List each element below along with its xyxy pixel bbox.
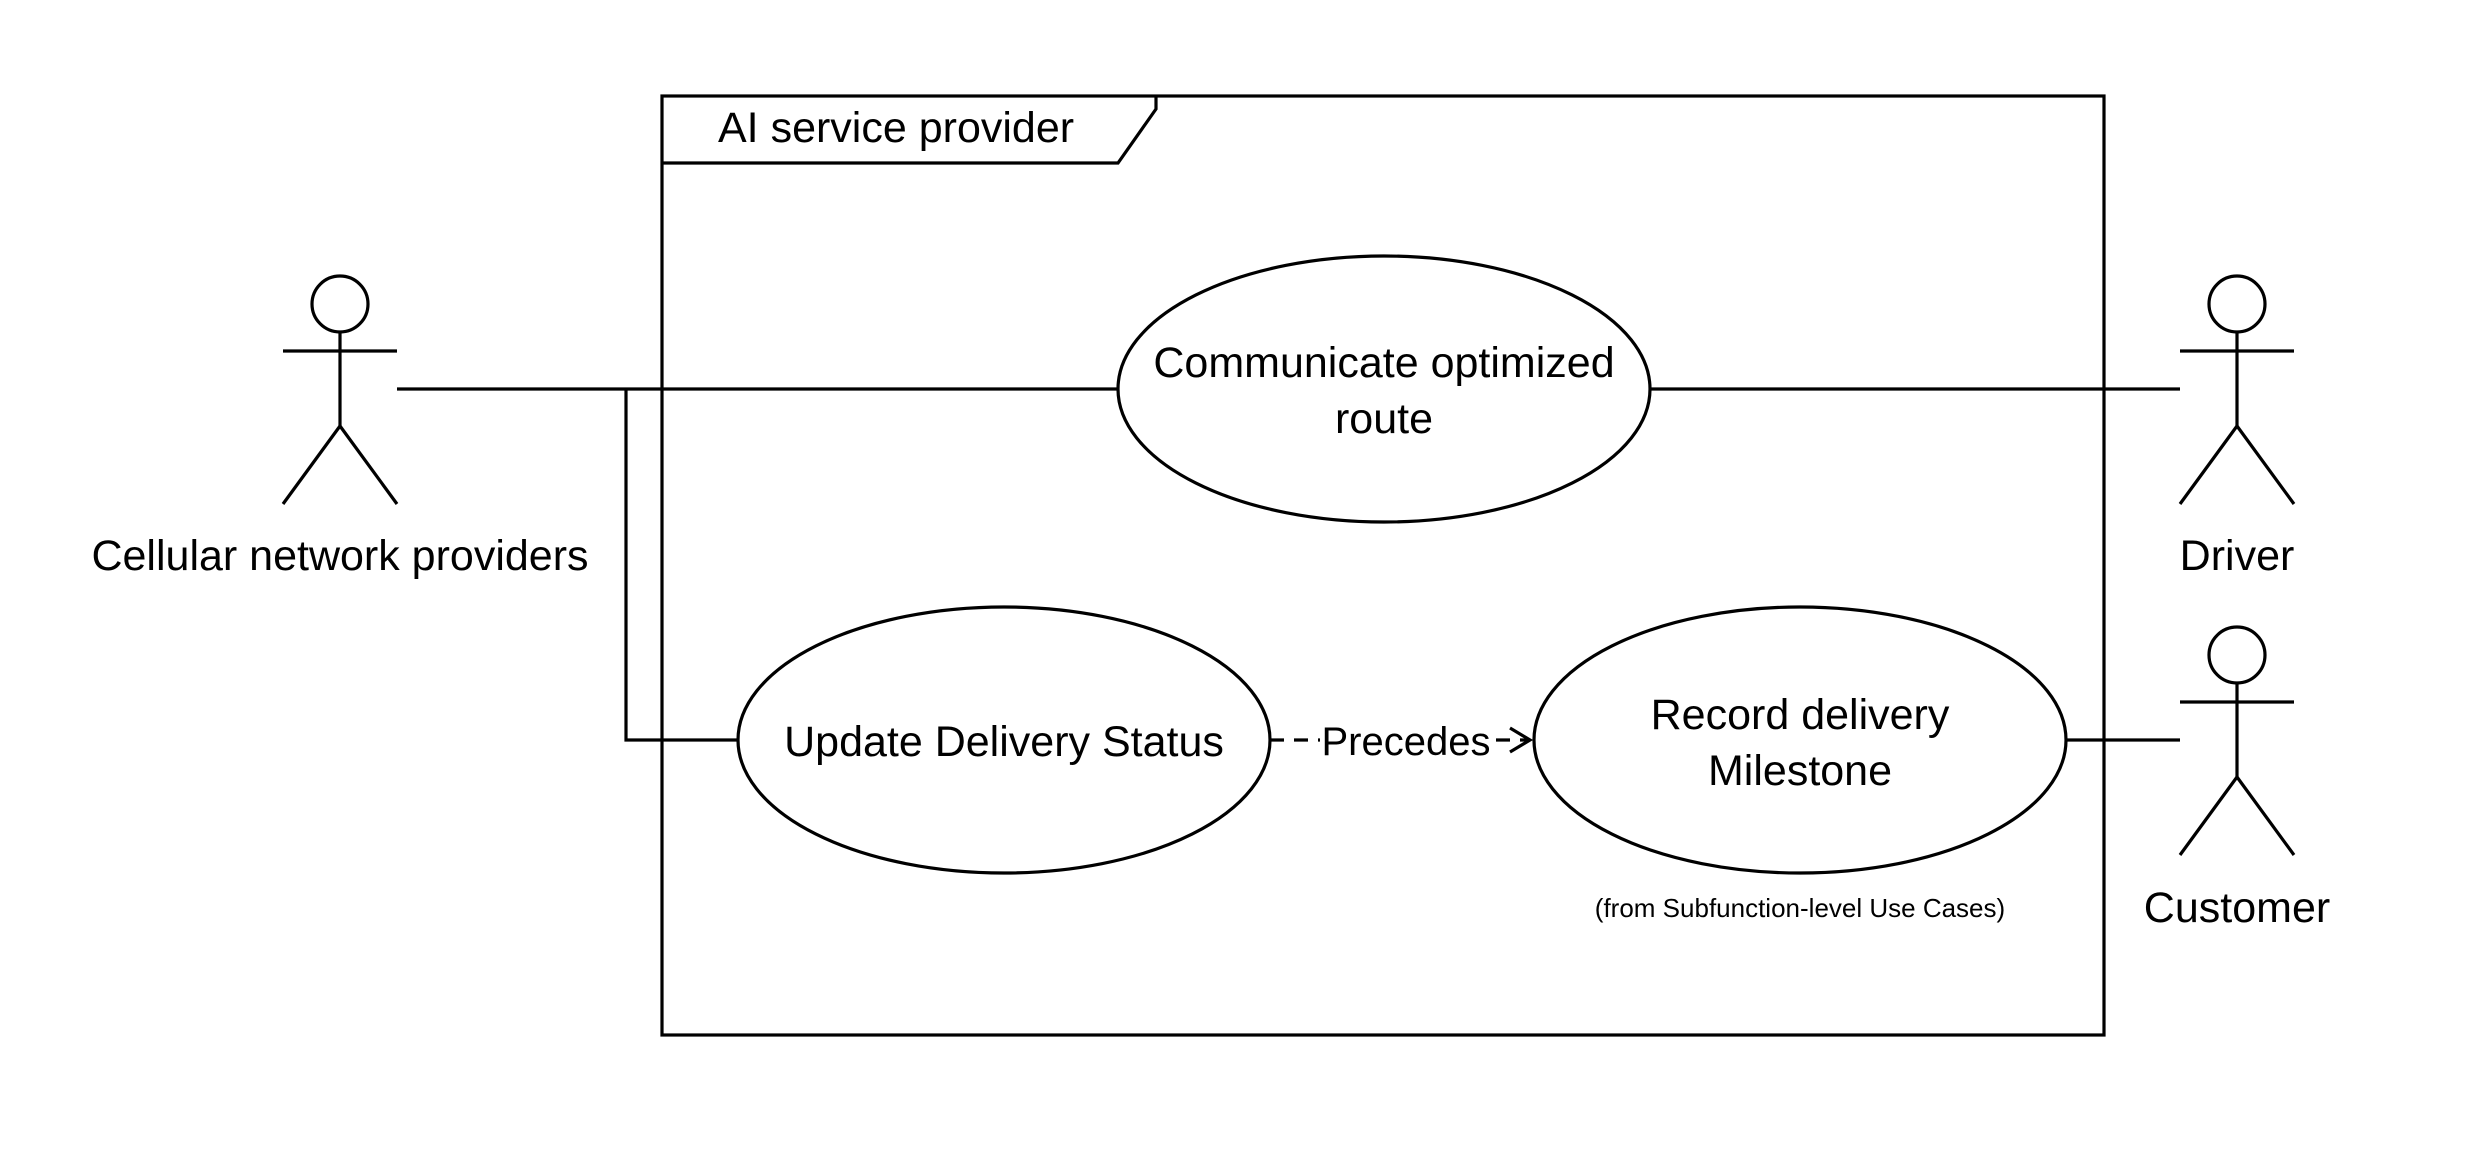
use-case-update-delivery-status: Update Delivery Status: [736, 605, 1272, 875]
use-case-record-delivery-milestone: Record delivery Milestone (from Subfunct…: [1532, 605, 2068, 923]
actor-customer: Customer: [2144, 625, 2330, 932]
associations: [397, 387, 2180, 742]
association-cellular-update: [624, 389, 738, 742]
use-case-label-line2: route: [1335, 395, 1433, 443]
stick-figure-icon: [2178, 274, 2296, 505]
use-case-communicate-optimized-route: Communicate optimized route: [1116, 254, 1652, 524]
actor-name: Customer: [2144, 884, 2330, 932]
system-boundary: AI service provider: [660, 94, 2106, 1037]
use-case-label-line2: Milestone: [1708, 747, 1892, 795]
use-case-label: Update Delivery Status: [784, 718, 1224, 766]
precedes-label: Precedes: [1322, 720, 1491, 764]
system-boundary-label: AI service provider: [718, 104, 1074, 152]
actor-cellular-network-providers: Cellular network providers: [91, 274, 589, 580]
stick-figure-icon: [2178, 625, 2296, 856]
stick-figure-icon: [281, 274, 399, 505]
precedes-dependency: Precedes: [1270, 720, 1534, 764]
actor-name: Driver: [2180, 532, 2295, 580]
actor-name: Cellular network providers: [91, 532, 588, 580]
use-case-label-line1: Record delivery: [1651, 691, 1950, 739]
use-case-label-line1: Communicate optimized: [1153, 339, 1614, 387]
actor-driver: Driver: [2178, 274, 2296, 580]
use-case-source-note: (from Subfunction-level Use Cases): [1595, 893, 2005, 923]
precedes-arrowhead: [1509, 726, 1534, 754]
